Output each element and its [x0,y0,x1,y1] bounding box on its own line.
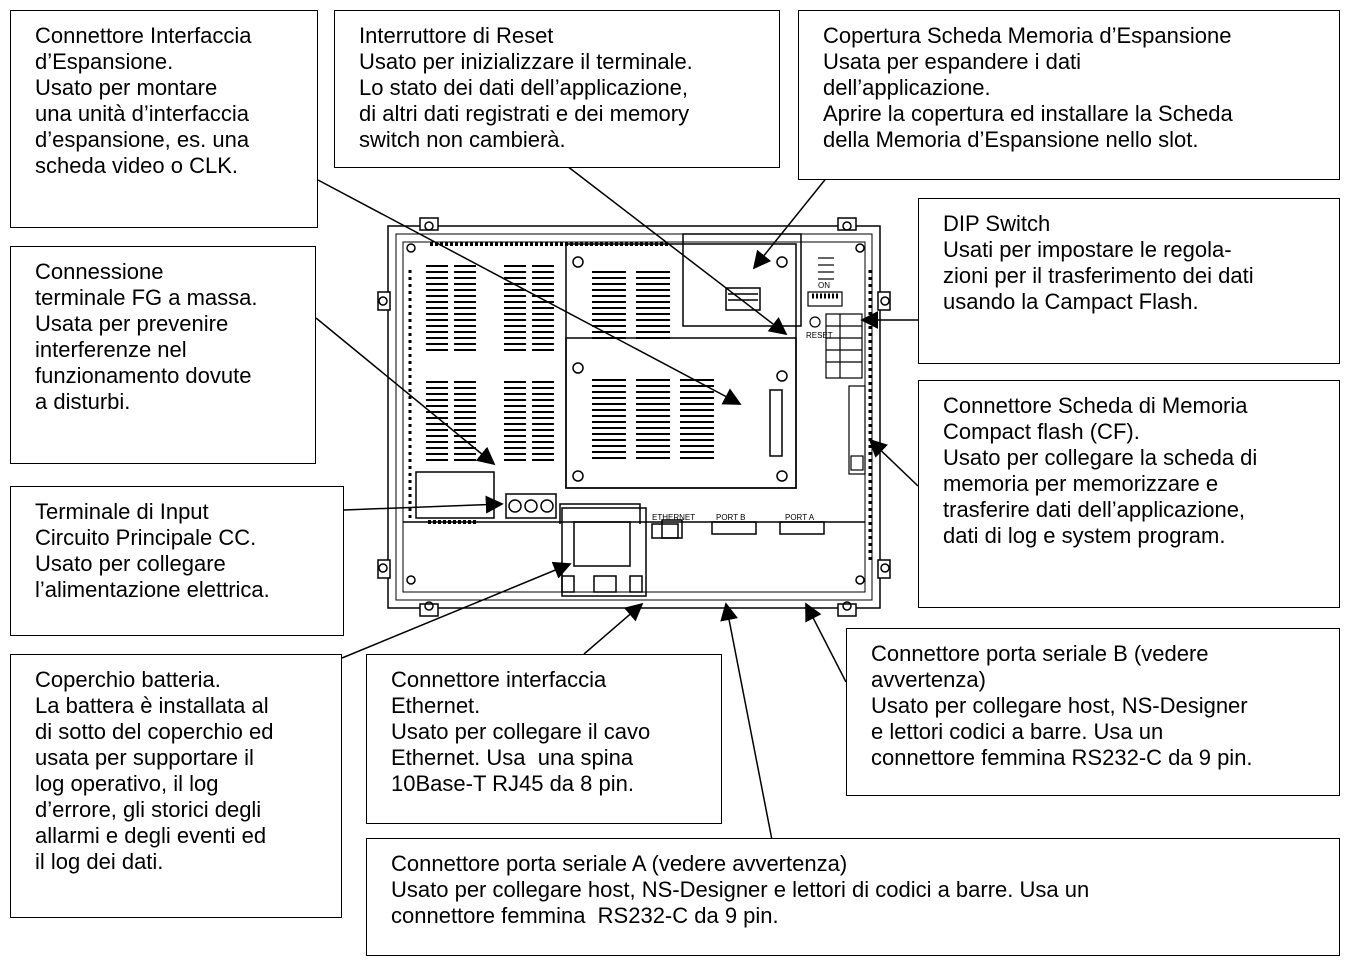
callout-line: d’Espansione. [35,49,174,74]
callout-line: allarmi e degli eventi ed [35,823,267,848]
callout-line: d’errore, gli storici degli [35,797,262,822]
callout-line: Connettore porta seriale B (vedere [871,641,1209,666]
callout-line: Usato per collegare la scheda di [943,445,1258,470]
callout-line: dell’applicazione. [823,75,991,100]
callout-line: Coperchio batteria. [35,667,221,692]
callout-line: Usato per montare [35,75,218,100]
callout-line: trasferire dati dell’applicazione, [943,497,1246,522]
leader-expansion-memory [752,175,829,270]
callout-cf-connector: Connettore Scheda di Memoria Compact fla… [918,380,1340,608]
callout-line: Connettore interfaccia [391,667,607,692]
leader-cf-connector [868,438,919,487]
callout-line: Connessione [35,259,164,284]
callout-dc-input: Terminale di Input Circuito Principale C… [10,486,344,636]
callout-line: l’alimentazione elettrica. [35,577,270,602]
callout-line: il log dei dati. [35,849,164,874]
callout-line: usata per supportare il [35,745,254,770]
callout-line: di altri dati registrati e dei memory [359,101,690,126]
callout-line: scheda video o CLK. [35,153,239,178]
callout-line: Usato per collegare [35,551,226,576]
callout-line: Circuito Principale CC. [35,525,257,550]
leader-lines [315,155,920,841]
callout-line: 10Base-T RJ45 da 8 pin. [391,771,634,796]
callout-line: DIP Switch [943,211,1051,236]
callout-line: Interruttore di Reset [359,23,554,48]
callout-line: di sotto del coperchio ed [35,719,274,744]
callout-line: connettore femmina RS232-C da 9 pin. [391,903,779,928]
callout-ethernet: Connettore interfaccia Ethernet. Usato p… [366,654,722,824]
leader-serial-a [720,602,773,841]
callout-line: e lettori codici a barre. Usa un [871,719,1164,744]
left-vent-grilles [426,265,554,461]
leader-ethernet [583,602,644,655]
callout-line: Aprire la copertura ed installare la Sch… [823,101,1233,126]
callout-line: Usati per impostare le regola- [943,237,1232,262]
callout-dip-switch: DIP Switch Usati per impostare le regola… [918,198,1340,364]
callout-line: interferenze nel [35,337,187,362]
callout-line: connettore femmina RS232-C da 9 pin. [871,745,1253,770]
reset-label: RESET [806,331,833,340]
callout-reset-switch: Interruttore di Reset Usato per iniziali… [334,10,780,168]
leader-battery-cover [341,561,572,659]
callout-line: a disturbi. [35,389,131,414]
callout-line: log operativo, il log [35,771,219,796]
callout-line: memoria per memorizzare e [943,471,1219,496]
port-b-label: PORT B [716,513,746,522]
callout-line: Usato per collegare host, NS-Designer [871,693,1248,718]
callout-line: switch non cambierà. [359,127,566,152]
callout-line: funzionamento dovute [35,363,252,388]
callout-fg-terminal: Connessione terminale FG a massa. Usata … [10,246,316,464]
callout-line: Ethernet. [391,693,481,718]
callout-line: Lo stato dei dati dell’applicazione, [359,75,689,100]
callout-line: terminale FG a massa. [35,285,258,310]
callout-line: Usato per inizializzare il terminale. [359,49,693,74]
callout-line: Connettore porta seriale A (vedere avver… [391,851,848,876]
board-vent-grilles [592,271,714,459]
callout-line: Copertura Scheda Memoria d’Espansione [823,23,1232,48]
callout-line: d’espansione, es. una [35,127,250,152]
expansion-memory-cover [682,233,802,327]
dip-cf-area [807,257,866,475]
ethernet-port-label: ETHERNET [652,513,695,522]
callout-line: Connettore Interfaccia [35,23,252,48]
leader-reset-switch [553,155,788,336]
leader-fg-terminal [315,317,496,466]
leader-serial-b [805,602,847,683]
callout-expansion-interface: Connettore Interfaccia d’Espansione. Usa… [10,10,318,228]
callout-line: Usata per espandere i dati [823,49,1082,74]
callout-line: Compact flash (CF). [943,419,1140,444]
callout-battery-cover: Coperchio batteria. La battera è install… [10,654,342,918]
callout-line: usando la Campact Flash. [943,289,1199,314]
dip-on-label: ON [818,281,830,290]
bottom-panel [403,471,865,597]
port-a-label: PORT A [785,513,815,522]
callout-line: una unità d’interfaccia [35,101,250,126]
callout-line: Usato per collegare host, NS-Designer e … [391,877,1090,902]
callout-expansion-memory: Copertura Scheda Memoria d’Espansione Us… [798,10,1340,180]
leader-expansion-interface [317,179,742,405]
callout-serial-a: Connettore porta seriale A (vedere avver… [366,838,1340,956]
callout-line: avvertenza) [871,667,986,692]
callout-line: Usata per prevenire [35,311,229,336]
port-labels: ETHERNET PORT B PORT A RESET ON [652,281,833,522]
callout-line: della Memoria d’Espansione nello slot. [823,127,1199,152]
callout-serial-b: Connettore porta seriale B (vedere avver… [846,628,1340,796]
callout-line: Usato per collegare il cavo [391,719,651,744]
callout-line: Ethernet. Usa una spina [391,745,634,770]
callout-line: dati di log e system program. [943,523,1226,548]
callout-line: Terminale di Input [35,499,209,524]
callout-line: La battera è installata al [35,693,269,718]
board-cover [565,243,797,489]
callout-line: zioni per il trasferimento dei dati [943,263,1254,288]
callout-line: Connettore Scheda di Memoria [943,393,1248,418]
leader-dc-input [343,495,504,514]
